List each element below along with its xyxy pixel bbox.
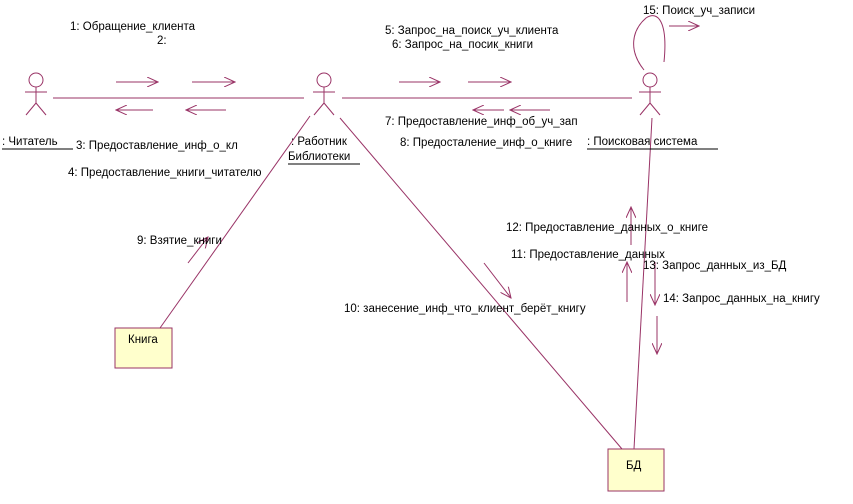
actor-librarian-head — [316, 72, 332, 88]
actor-librarian-leg-right — [323, 102, 335, 116]
actor-reader-label: : Читатель — [2, 136, 58, 148]
actor-reader[interactable] — [25, 72, 47, 116]
msg-5-label: 5: Запрос_на_поиск_уч_клиента — [385, 25, 559, 37]
msg-4-label: 4: Предоставление_книги_читателю — [68, 167, 262, 179]
actor-librarian-label-2: Библиотеки — [288, 151, 350, 163]
actor-search-label: : Поисковая система — [587, 136, 698, 148]
object-db[interactable] — [607, 448, 665, 492]
link-librarian-db[interactable] — [339, 117, 623, 450]
msg-15-label: 15: Поиск_уч_записи — [643, 5, 755, 17]
msg-9-label: 9: Взятие_книги — [137, 235, 222, 247]
object-book[interactable] — [114, 327, 173, 369]
msg-13-label: 13: Запрос_данных_из_БД — [643, 260, 787, 272]
msg-6-label: 6: Запрос_на_посик_книги — [392, 39, 533, 51]
actor-search-leg-left — [639, 102, 651, 116]
actor-librarian-leg-left — [313, 102, 325, 116]
msg-1-label: 1: Обращение_клиента — [70, 21, 196, 33]
actor-librarian[interactable] — [313, 72, 335, 116]
msg-8-label: 8: Предосталение_инф_о_книге — [400, 137, 572, 149]
actor-search-system[interactable] — [639, 72, 661, 116]
message-arrows — [116, 26, 699, 354]
links — [53, 15, 666, 450]
msg-3-label: 3: Предоставление_инф_о_кл — [76, 140, 238, 152]
arrow-msg-9 — [187, 237, 208, 264]
msg-14-label: 14: Запрос_данных_на_книгу — [663, 293, 820, 305]
link-search-db[interactable] — [633, 117, 653, 450]
actor-search-leg-right — [649, 102, 661, 116]
actor-reader-leg-right — [35, 102, 47, 116]
msg-2-label: 2: — [157, 35, 167, 47]
msg-11-label: 11: Предоставление_данных — [511, 249, 665, 261]
actor-reader-leg-left — [25, 102, 37, 116]
actor-search-head — [642, 72, 658, 88]
object-db-label: БД — [626, 460, 642, 472]
msg-7-label: 7: Предоставление_инф_об_уч_зап — [385, 116, 578, 128]
arrow-msg-10 — [483, 262, 511, 298]
msg-12-label: 12: Предоставление_данных_о_книге — [506, 222, 708, 234]
actor-reader-head — [28, 72, 44, 88]
message-labels: 1: Обращение_клиента 2: 3: Предоставлени… — [68, 5, 820, 315]
actor-librarian-label-1: : Работник — [291, 136, 348, 148]
self-link-search[interactable] — [633, 15, 666, 71]
link-librarian-book[interactable] — [159, 115, 311, 329]
msg-10-label: 10: занесение_инф_что_клиент_берёт_книгу — [344, 303, 586, 315]
object-book-label: Книга — [128, 334, 158, 346]
